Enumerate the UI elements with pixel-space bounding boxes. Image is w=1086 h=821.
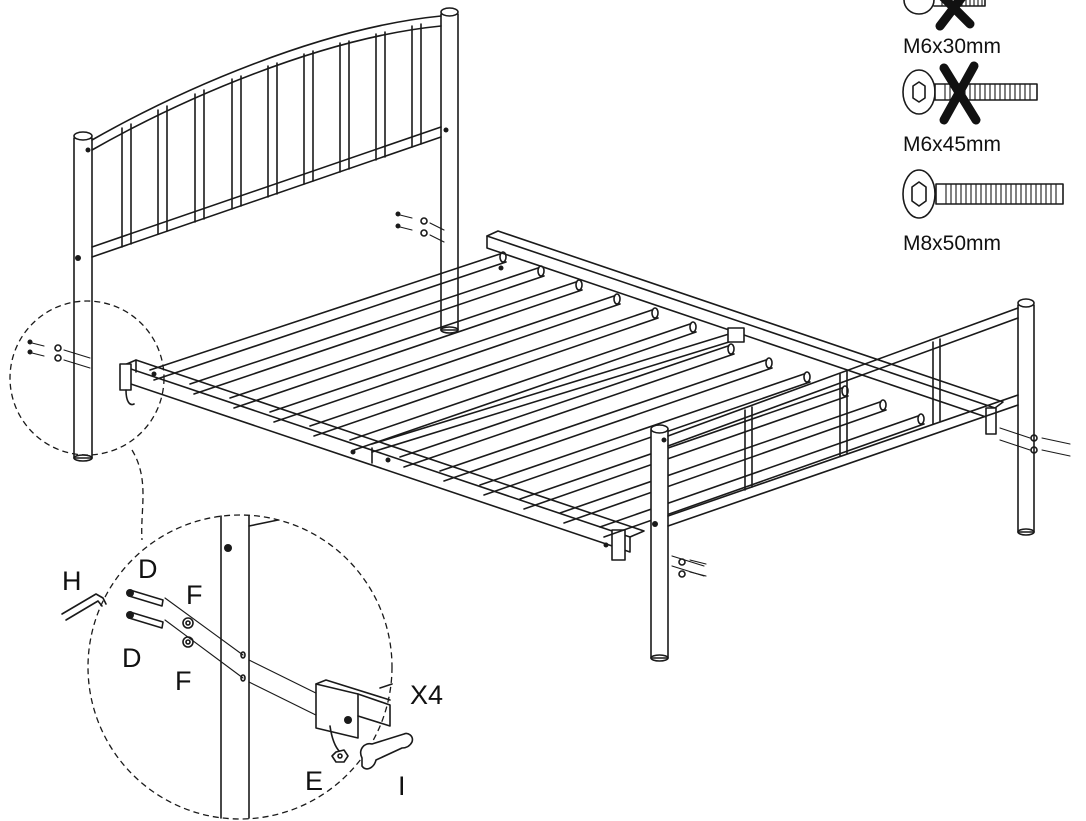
label-i: I xyxy=(398,771,406,801)
washer-f-bottom xyxy=(182,636,194,648)
label-e: E xyxy=(305,766,323,796)
bolt-set-footboard-left xyxy=(671,555,707,578)
screw-legend: M6x30mm M6x45mm M8x50mm xyxy=(902,0,1064,255)
callout-circle-large xyxy=(87,514,393,820)
bolt-set-headboard-left xyxy=(27,339,91,369)
label-f-top: F xyxy=(186,580,203,610)
bed-slats xyxy=(149,251,925,538)
washer-f-top xyxy=(182,617,194,629)
center-rail xyxy=(371,327,745,453)
screw-label-m8x50: M8x50mm xyxy=(903,232,1001,255)
left-side-rail xyxy=(119,359,645,561)
screw-label-m6x30: M6x30mm xyxy=(903,35,1001,58)
label-d-top: D xyxy=(138,554,158,584)
right-side-rail xyxy=(486,230,1004,435)
bolt-d-bottom xyxy=(128,611,164,629)
callout-leader xyxy=(131,449,144,541)
allen-key-h xyxy=(61,593,107,615)
headboard xyxy=(73,7,459,462)
bolt-set-footboard-right xyxy=(999,427,1071,457)
nut-e xyxy=(331,749,349,763)
label-d-bottom: D xyxy=(122,643,142,673)
detail-view xyxy=(61,514,414,820)
footboard xyxy=(650,298,1035,662)
excluded-mark xyxy=(939,61,981,125)
screw-icon-m8x50 xyxy=(902,169,1064,219)
excluded-mark xyxy=(935,0,975,31)
bolt-set-headboard-right xyxy=(395,211,445,243)
label-multiplier: X4 xyxy=(410,680,443,710)
screw-icon-m6x45 xyxy=(902,61,1038,125)
screw-label-m6x45: M6x45mm xyxy=(903,133,1001,156)
callout-circle-small xyxy=(9,300,165,456)
wrench-i xyxy=(359,732,414,770)
label-f-bottom: F xyxy=(175,666,192,696)
screw-icon-m6x30 xyxy=(903,0,986,31)
rail-bracket xyxy=(315,683,359,739)
bolt-d-top xyxy=(128,589,164,607)
label-h: H xyxy=(62,566,82,596)
